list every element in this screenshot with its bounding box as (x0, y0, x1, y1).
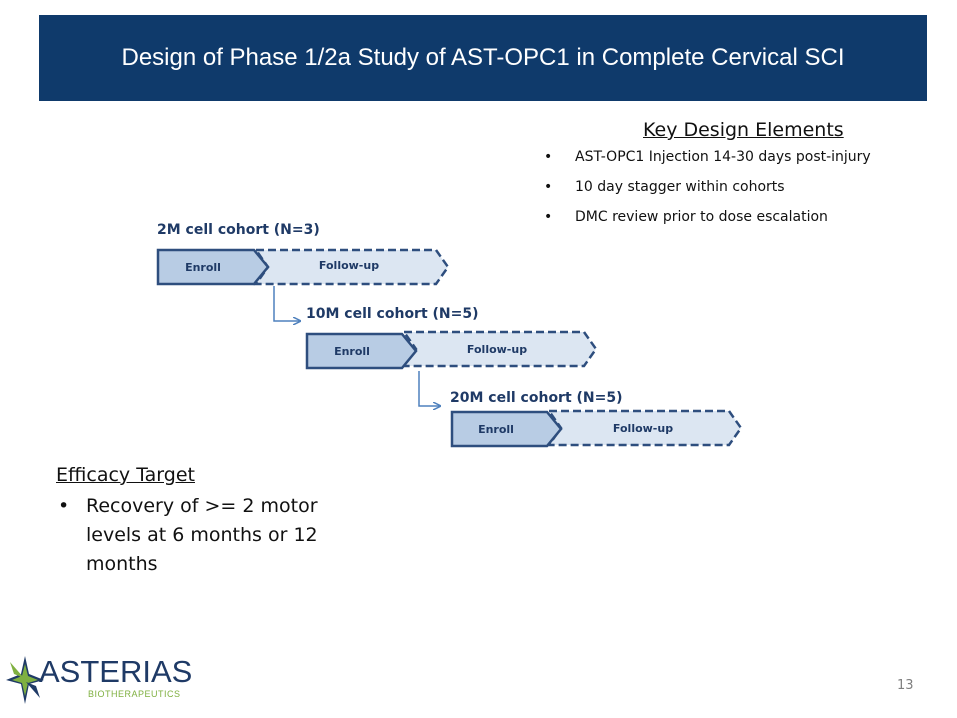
cohort-row-10m: Enroll Follow-up (305, 330, 598, 370)
logo-wordmark: ASTERIAS (39, 654, 193, 689)
followup-label: Follow-up (613, 422, 673, 435)
key-design-item: 10 day stagger within cohorts (540, 176, 871, 206)
stagger-arrow (418, 371, 440, 406)
cohort-label-10m: 10M cell cohort (N=5) (306, 306, 479, 322)
cohort-label-2m: 2M cell cohort (N=3) (157, 222, 320, 238)
efficacy-list: Recovery of >= 2 motor levels at 6 month… (56, 492, 346, 579)
title-bar: Design of Phase 1/2a Study of AST-OPC1 i… (39, 15, 927, 101)
enroll-shape (156, 248, 270, 286)
page-number: 13 (897, 678, 914, 693)
followup-shape (401, 330, 598, 368)
key-design-list: AST-OPC1 Injection 14-30 days post-injur… (540, 146, 871, 236)
stagger-arrow (273, 286, 300, 321)
key-design-item: DMC review prior to dose escalation (540, 206, 871, 236)
efficacy-heading: Efficacy Target (56, 464, 195, 486)
key-design-item: AST-OPC1 Injection 14-30 days post-injur… (540, 146, 871, 176)
cohort-label-20m: 20M cell cohort (N=5) (450, 390, 623, 406)
enroll-label: Enroll (478, 423, 514, 436)
company-logo: ASTERIAS BIOTHERAPEUTICS (4, 652, 204, 708)
followup-label: Follow-up (319, 259, 379, 272)
enroll-shape (305, 332, 418, 370)
key-design-heading: Key Design Elements (643, 119, 844, 141)
star-logo-icon (6, 656, 44, 704)
logo-subtitle: BIOTHERAPEUTICS (88, 689, 181, 699)
enroll-label: Enroll (185, 261, 221, 274)
enroll-label: Enroll (334, 345, 370, 358)
cohort-row-2m: Enroll Follow-up (156, 248, 450, 286)
slide-title: Design of Phase 1/2a Study of AST-OPC1 i… (121, 44, 845, 71)
efficacy-item: Recovery of >= 2 motor levels at 6 month… (56, 492, 346, 579)
enroll-shape (450, 410, 563, 448)
cohort-row-20m: Enroll Follow-up (450, 409, 743, 448)
followup-label: Follow-up (467, 343, 527, 356)
